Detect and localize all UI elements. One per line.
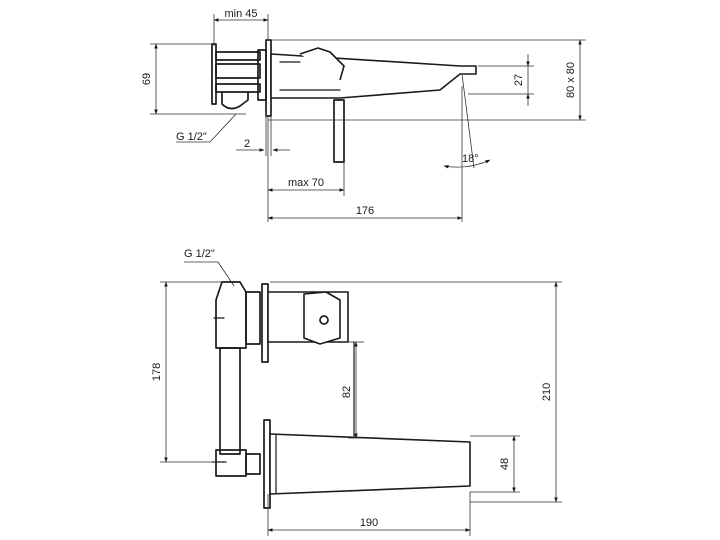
dim-82-label: 82 bbox=[341, 386, 353, 398]
dim-210: 210 bbox=[270, 281, 562, 503]
dim-2: 2 bbox=[236, 112, 290, 156]
dim-2-label: 2 bbox=[244, 138, 250, 150]
dim-max70: max 70 bbox=[267, 116, 345, 222]
dim-176-label: 176 bbox=[356, 205, 374, 217]
dim-min45-label: min 45 bbox=[224, 8, 257, 20]
dim-max70-label: max 70 bbox=[288, 177, 324, 189]
dim-min45: min 45 bbox=[213, 8, 269, 46]
dim-g12-front: G 1/2" bbox=[184, 248, 235, 287]
dim-69: 69 bbox=[141, 43, 246, 115]
dim-27-label: 27 bbox=[513, 74, 525, 86]
dim-178: 178 bbox=[151, 281, 222, 463]
dim-80x80: 80 x 80 bbox=[268, 39, 586, 121]
dim-48: 48 bbox=[470, 435, 520, 493]
dim-178-label: 178 bbox=[151, 363, 163, 381]
dim-18deg-label: 18° bbox=[462, 153, 479, 165]
side-view-body bbox=[211, 39, 477, 163]
dim-g12-top: G 1/2" bbox=[176, 113, 237, 143]
front-view-body bbox=[211, 281, 471, 509]
dim-48-label: 48 bbox=[499, 458, 511, 470]
dim-190-label: 190 bbox=[360, 517, 378, 529]
dim-80x80-label: 80 x 80 bbox=[565, 62, 577, 98]
dim-27: 27 bbox=[468, 54, 534, 106]
dim-69-label: 69 bbox=[141, 73, 153, 85]
dim-176: 176 bbox=[267, 86, 463, 222]
dim-82: 82 bbox=[341, 341, 364, 439]
dim-18deg: 18° bbox=[443, 73, 491, 169]
dim-210-label: 210 bbox=[541, 383, 553, 401]
dim-190: 190 bbox=[267, 492, 471, 536]
front-view: G 1/2" 178 82 48 210 bbox=[151, 248, 562, 536]
side-view: min 45 69 G 1/2" 2 max 70 bbox=[141, 8, 586, 222]
dim-g12-front-label: G 1/2" bbox=[184, 248, 215, 260]
dim-g12-top-label: G 1/2" bbox=[176, 131, 207, 143]
